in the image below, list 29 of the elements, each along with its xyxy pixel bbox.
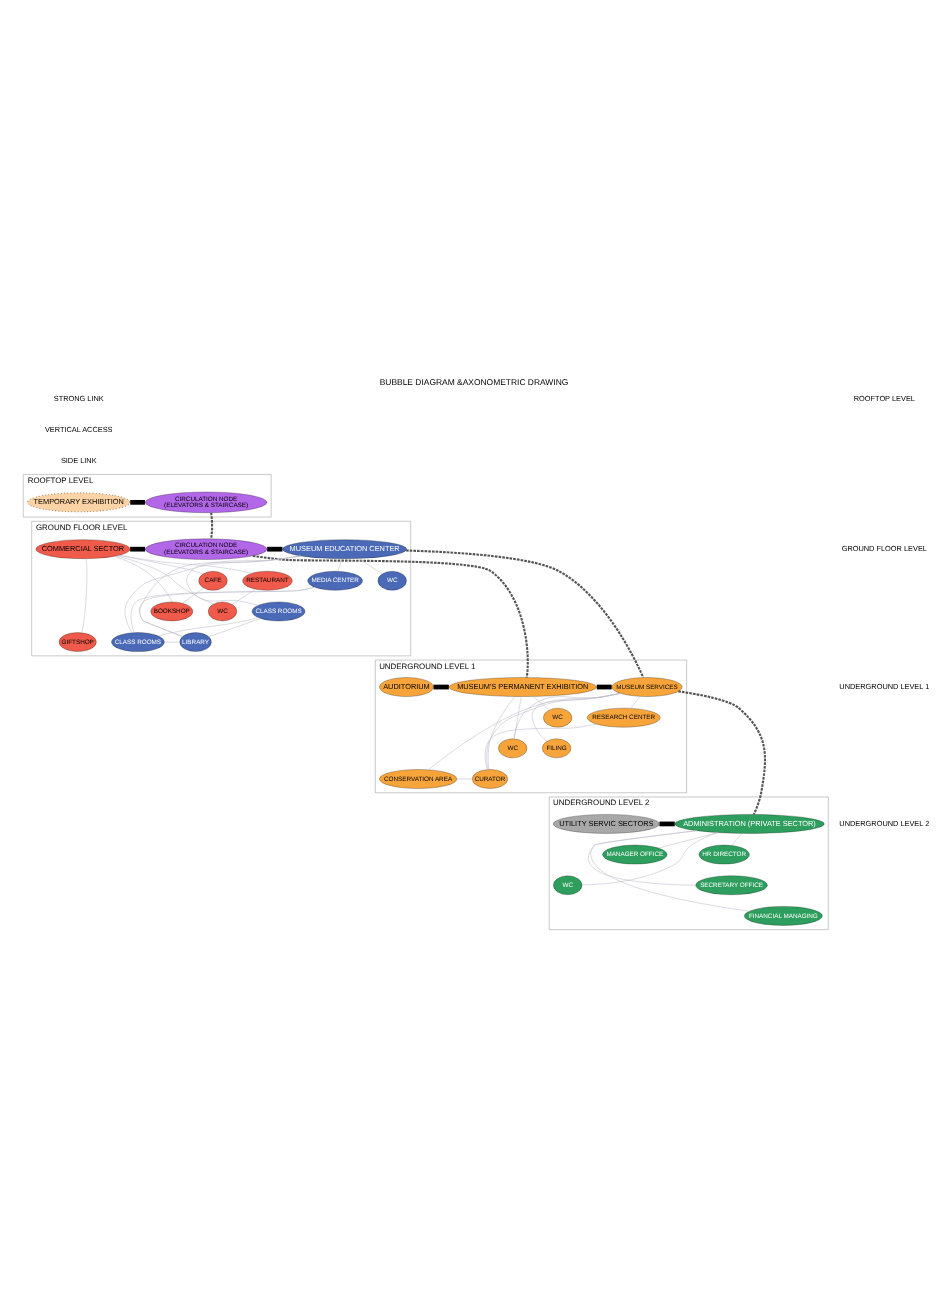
connector	[157, 617, 259, 637]
connector	[164, 641, 181, 643]
connector	[731, 833, 743, 846]
connector	[130, 499, 146, 505]
connector	[232, 589, 256, 605]
connector	[678, 690, 767, 815]
connector	[116, 555, 214, 605]
connector	[267, 546, 283, 552]
connector	[581, 832, 718, 886]
connector	[486, 693, 621, 770]
connector	[208, 618, 261, 638]
connector	[630, 696, 641, 709]
connector	[182, 587, 204, 604]
connector	[337, 558, 343, 572]
connector	[358, 558, 383, 575]
connector	[114, 556, 173, 603]
connector	[456, 778, 473, 780]
connector	[657, 832, 719, 849]
connector	[428, 693, 621, 771]
connector	[533, 696, 550, 711]
connector	[81, 558, 88, 633]
connector	[118, 555, 204, 575]
connector	[484, 723, 597, 770]
connector	[487, 696, 516, 770]
connector	[130, 546, 146, 552]
connector	[513, 696, 522, 740]
connector	[118, 555, 253, 574]
connector	[210, 512, 214, 539]
connector	[406, 549, 645, 678]
